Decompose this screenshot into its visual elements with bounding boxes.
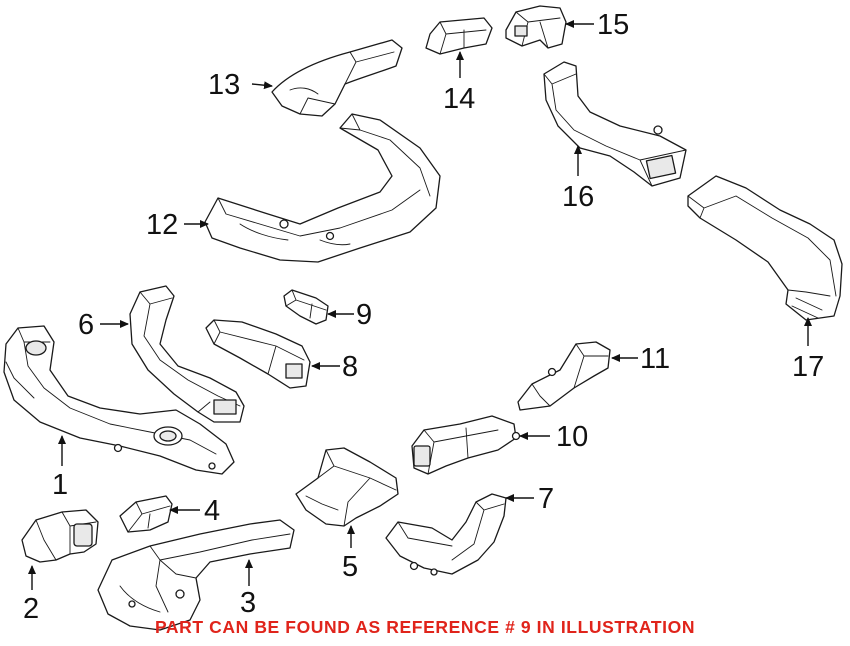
callout-9: 9 <box>327 299 372 331</box>
callout-8: 8 <box>311 351 358 383</box>
part-4-vent[interactable] <box>119 495 173 533</box>
part-9-clip[interactable] <box>283 289 329 325</box>
callout-label-9: 9 <box>356 299 372 331</box>
callout-10: 10 <box>519 421 588 453</box>
part-1-duct[interactable] <box>3 325 235 475</box>
callout-label-3: 3 <box>240 587 256 619</box>
callout-label-5: 5 <box>342 551 358 583</box>
callout-7: 7 <box>505 483 554 515</box>
part-10-duct[interactable] <box>411 415 521 475</box>
part-5-duct[interactable] <box>295 447 399 527</box>
callout-label-2: 2 <box>23 593 39 625</box>
reference-note: PART CAN BE FOUND AS REFERENCE # 9 IN IL… <box>154 617 696 637</box>
callout-label-6: 6 <box>78 309 94 341</box>
callout-16: 16 <box>562 145 594 213</box>
part-17-duct[interactable] <box>687 175 843 321</box>
callout-12: 12 <box>146 209 209 241</box>
part-6-duct[interactable] <box>129 285 245 423</box>
part-14-vent[interactable] <box>425 17 493 55</box>
part-8-duct[interactable] <box>205 319 311 389</box>
part-3-duct[interactable] <box>97 519 295 631</box>
callout-13: 13 <box>208 69 273 101</box>
callout-label-11: 11 <box>640 343 670 375</box>
callout-6: 6 <box>78 309 129 341</box>
callout-label-8: 8 <box>342 351 358 383</box>
callout-label-7: 7 <box>538 483 554 515</box>
callout-5: 5 <box>342 525 358 583</box>
callout-11: 11 <box>611 343 670 375</box>
callout-3: 3 <box>240 559 256 619</box>
part-13-duct[interactable] <box>271 39 403 117</box>
callout-17: 17 <box>792 317 824 383</box>
callout-1: 1 <box>52 435 68 501</box>
callout-label-13: 13 <box>208 69 240 101</box>
callout-label-12: 12 <box>146 209 178 241</box>
part-15-vent[interactable] <box>505 5 567 49</box>
part-16-duct[interactable] <box>543 61 687 187</box>
part-12-duct[interactable] <box>204 113 441 263</box>
callout-label-4: 4 <box>204 495 220 527</box>
callout-label-14: 14 <box>443 83 475 115</box>
callout-4: 4 <box>169 495 220 527</box>
callout-label-15: 15 <box>597 9 629 41</box>
callout-15: 15 <box>565 9 629 41</box>
callout-label-1: 1 <box>52 469 68 501</box>
callout-label-17: 17 <box>792 351 824 383</box>
part-11-duct[interactable] <box>517 341 611 411</box>
callout-label-10: 10 <box>556 421 588 453</box>
callout-14: 14 <box>443 51 475 115</box>
part-7-duct[interactable] <box>385 493 507 576</box>
callout-label-16: 16 <box>562 181 594 213</box>
callout-2: 2 <box>23 565 39 625</box>
part-2-vent[interactable] <box>21 509 99 563</box>
